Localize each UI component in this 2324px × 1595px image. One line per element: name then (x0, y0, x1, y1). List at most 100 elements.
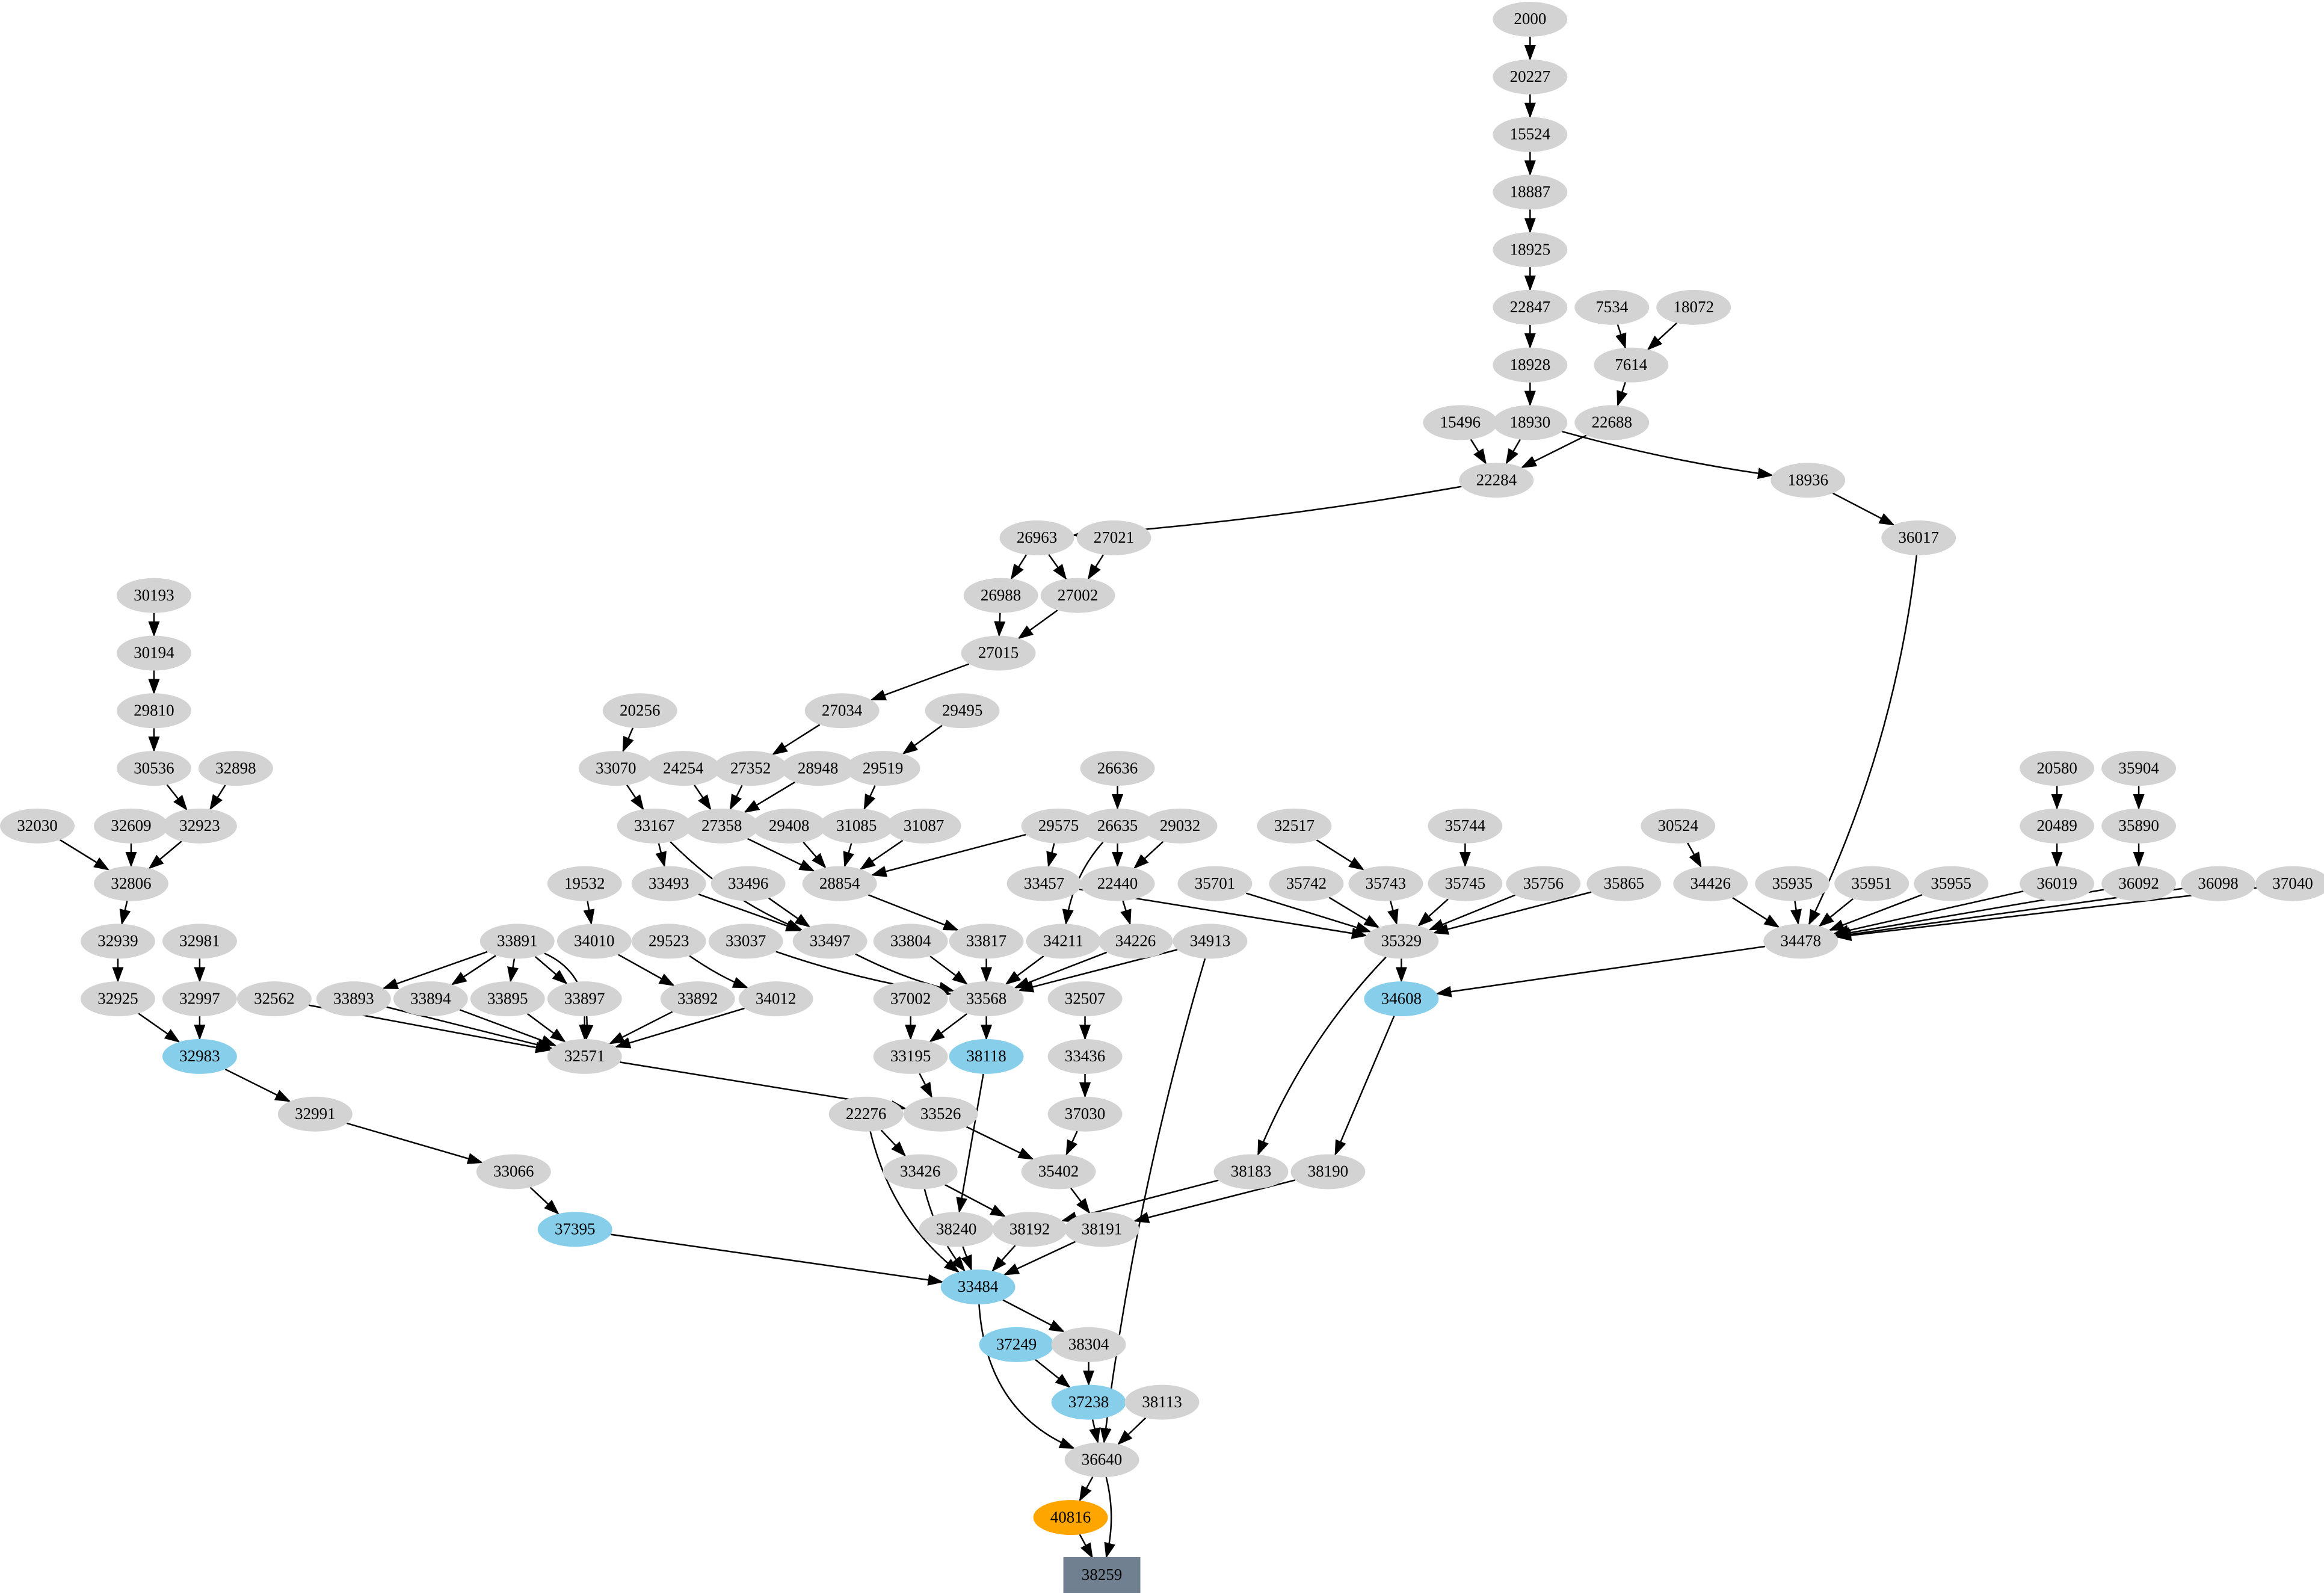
node-ellipse-32997 (162, 981, 237, 1017)
node-ellipse-34226 (1098, 924, 1173, 959)
node-label-27034: 27034 (822, 701, 863, 719)
node-label-36640: 36640 (1082, 1451, 1122, 1469)
edge-33496-33497 (768, 897, 811, 928)
node-label-29032: 29032 (1160, 816, 1200, 835)
edge-36640-38259 (1104, 1476, 1115, 1559)
edge-lines (59, 36, 2257, 1559)
node-ellipse-33897 (547, 981, 622, 1017)
edge-29575-28854 (871, 833, 1026, 877)
graph-node-33070: 33070 (578, 751, 653, 786)
node-label-29523: 29523 (649, 932, 689, 950)
edge-33070-33167 (626, 784, 644, 811)
node-ellipse-38113 (1124, 1384, 1200, 1420)
edge-33426-38192 (945, 1183, 1006, 1217)
graph-node-36098: 36098 (2181, 866, 2256, 901)
graph-node-15524: 15524 (1493, 117, 1568, 152)
node-ellipse-27352 (713, 751, 788, 786)
graph-node-38183: 38183 (1213, 1154, 1289, 1189)
node-label-34226: 34226 (1115, 932, 1156, 950)
node-ellipse-26963 (999, 520, 1074, 555)
node-label-36017: 36017 (1898, 528, 1938, 546)
node-ellipse-38190 (1290, 1154, 1366, 1189)
edge-18072-7614 (1647, 322, 1678, 351)
graph-node-34211: 34211 (1026, 924, 1101, 959)
edge-36019-34478 (1832, 890, 2024, 936)
node-label-33892: 33892 (677, 989, 718, 1007)
node-ellipse-30193 (116, 578, 191, 613)
edge-32991-33066 (347, 1122, 484, 1164)
graph-node-36017: 36017 (1881, 520, 1956, 555)
graph-node-33195: 33195 (873, 1038, 948, 1074)
edge-29408-28854 (803, 841, 827, 869)
node-label-35890: 35890 (2118, 816, 2159, 835)
node-label-38113: 38113 (1142, 1393, 1182, 1411)
node-label-32991: 32991 (295, 1105, 335, 1123)
graph-node-20256: 20256 (602, 693, 677, 729)
node-label-32981: 32981 (179, 932, 220, 950)
node-label-27002: 27002 (1058, 586, 1098, 604)
node-ellipse-18928 (1493, 347, 1568, 383)
node-label-35742: 35742 (1286, 874, 1327, 892)
node-label-33891: 33891 (497, 932, 537, 950)
graph-node-33037: 33037 (708, 924, 783, 959)
node-ellipse-37002 (873, 981, 948, 1017)
node-ellipse-32562 (236, 981, 312, 1017)
graph-node-38259: 38259 (1063, 1556, 1141, 1593)
node-label-36019: 36019 (2036, 874, 2077, 892)
node-ellipse-36019 (2020, 866, 2095, 901)
edge-35402-38191 (1070, 1188, 1091, 1214)
node-label-34913: 34913 (1190, 932, 1230, 950)
node-ellipse-33817 (949, 924, 1024, 959)
graph-node-34608: 34608 (1364, 981, 1439, 1017)
graph-node-33892: 33892 (660, 981, 735, 1017)
node-ellipse-22276 (828, 1096, 904, 1132)
node-ellipse-34426 (1673, 866, 1748, 901)
node-label-32925: 32925 (97, 989, 138, 1007)
graph-node-35402: 35402 (1021, 1154, 1096, 1189)
graph-node-32507: 32507 (1047, 981, 1123, 1017)
edge-32517-35743 (1316, 839, 1365, 871)
node-ellipse-37395 (537, 1212, 612, 1247)
node-ellipse-19532 (547, 866, 622, 901)
edge-32923-32806 (148, 841, 182, 869)
node-ellipse-35701 (1177, 866, 1253, 901)
node-ellipse-33526 (903, 1096, 978, 1132)
edge-37395-33484 (610, 1233, 944, 1286)
graph-node-35744: 35744 (1428, 808, 1503, 844)
node-label-18887: 18887 (1510, 183, 1550, 201)
graph-node-20489: 20489 (2020, 808, 2095, 844)
node-box-38259 (1063, 1556, 1141, 1593)
node-label-28854: 28854 (819, 874, 860, 892)
edge-36640-40816 (1079, 1476, 1094, 1502)
edge-32898-32923 (209, 785, 226, 810)
edge-18930-18936 (1562, 431, 1774, 480)
graph-node-27015: 27015 (961, 635, 1036, 671)
edge-35935-34478 (1790, 901, 1802, 925)
node-label-29519: 29519 (863, 759, 903, 777)
node-ellipse-32507 (1047, 981, 1123, 1017)
node-label-34211: 34211 (1043, 932, 1083, 950)
node-ellipse-35742 (1269, 866, 1344, 901)
edge-29575-33457 (1046, 843, 1058, 868)
node-label-37238: 37238 (1068, 1393, 1109, 1411)
graph-node-35742: 35742 (1269, 866, 1344, 901)
graph-node-20227: 20227 (1493, 59, 1568, 94)
graph-node-32983: 32983 (162, 1038, 237, 1074)
node-label-35329: 35329 (1381, 932, 1422, 950)
node-label-33493: 33493 (649, 874, 689, 892)
edge-32806-32939 (119, 901, 131, 925)
graph-node-34913: 34913 (1173, 924, 1248, 959)
graph-node-33894: 33894 (393, 981, 468, 1017)
node-ellipse-30536 (116, 751, 191, 786)
graph-node-36019: 36019 (2020, 866, 2095, 901)
graph-node-18072: 18072 (1656, 289, 1731, 325)
node-ellipse-18925 (1493, 232, 1568, 268)
node-label-38259: 38259 (1082, 1566, 1122, 1584)
graph-node-22276: 22276 (828, 1096, 904, 1132)
graph-node-38118: 38118 (949, 1038, 1024, 1074)
graph-node-33167: 33167 (617, 808, 692, 844)
graph-node-18936: 18936 (1771, 463, 1846, 498)
graph-node-33496: 33496 (710, 866, 786, 901)
